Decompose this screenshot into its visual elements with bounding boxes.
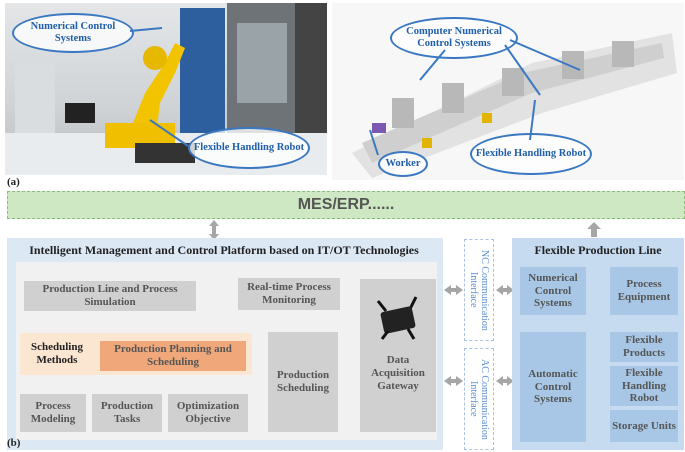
box-tasks: Production Tasks xyxy=(92,394,162,432)
box-production-scheduling: Production Scheduling xyxy=(268,332,338,432)
factory-photo-right-illustration xyxy=(352,33,677,178)
nc-interface: NC Communication Interface xyxy=(464,239,494,341)
callout-robot-left: Flexible Handling Robot xyxy=(188,127,310,169)
callout-leader-lines-left xyxy=(129,27,189,147)
box-gateway: Data Acquisition Gateway xyxy=(360,279,436,432)
box-storage: Storage Units xyxy=(610,410,678,442)
box-planning: Production Planning and Scheduling xyxy=(100,341,246,371)
box-modeling: Process Modeling xyxy=(20,394,86,432)
box-simulation: Production Line and Process Simulation xyxy=(24,281,196,311)
box-objective: Optimization Objective xyxy=(168,394,248,432)
box-robot: Flexible Handling Robot xyxy=(610,366,678,406)
box-monitoring: Real-time Process Monitoring xyxy=(238,278,340,310)
callout-cnc-systems: Computer Numerical Control Systems xyxy=(390,17,518,59)
panel-b-label: (b) xyxy=(7,437,21,449)
callout-worker: Worker xyxy=(378,151,428,177)
line-title: Flexible Production Line xyxy=(534,243,662,257)
gateway-label: Data Acquisition Gateway xyxy=(371,354,425,393)
box-nc-systems: Numerical Control Systems xyxy=(520,267,586,315)
box-auto-control: Automatic Control Systems xyxy=(520,332,586,442)
gateway-icon xyxy=(376,296,418,340)
panel-a-label: (a) xyxy=(7,176,20,188)
mes-erp-label: MES/ERP...... xyxy=(297,195,395,213)
box-scheduling-methods: Scheduling Methods xyxy=(31,341,83,366)
platform-title: Intelligent Management and Control Platf… xyxy=(29,243,419,257)
callout-nc-systems: Numerical Control Systems xyxy=(12,13,134,53)
mes-erp-bar: MES/ERP...... xyxy=(7,191,685,219)
ac-interface: AC Communication Interface xyxy=(464,348,494,450)
box-process-equipment: Process Equipment xyxy=(610,267,678,315)
callout-leader-lines-right xyxy=(369,39,581,156)
box-products: Flexible Products xyxy=(610,332,678,362)
